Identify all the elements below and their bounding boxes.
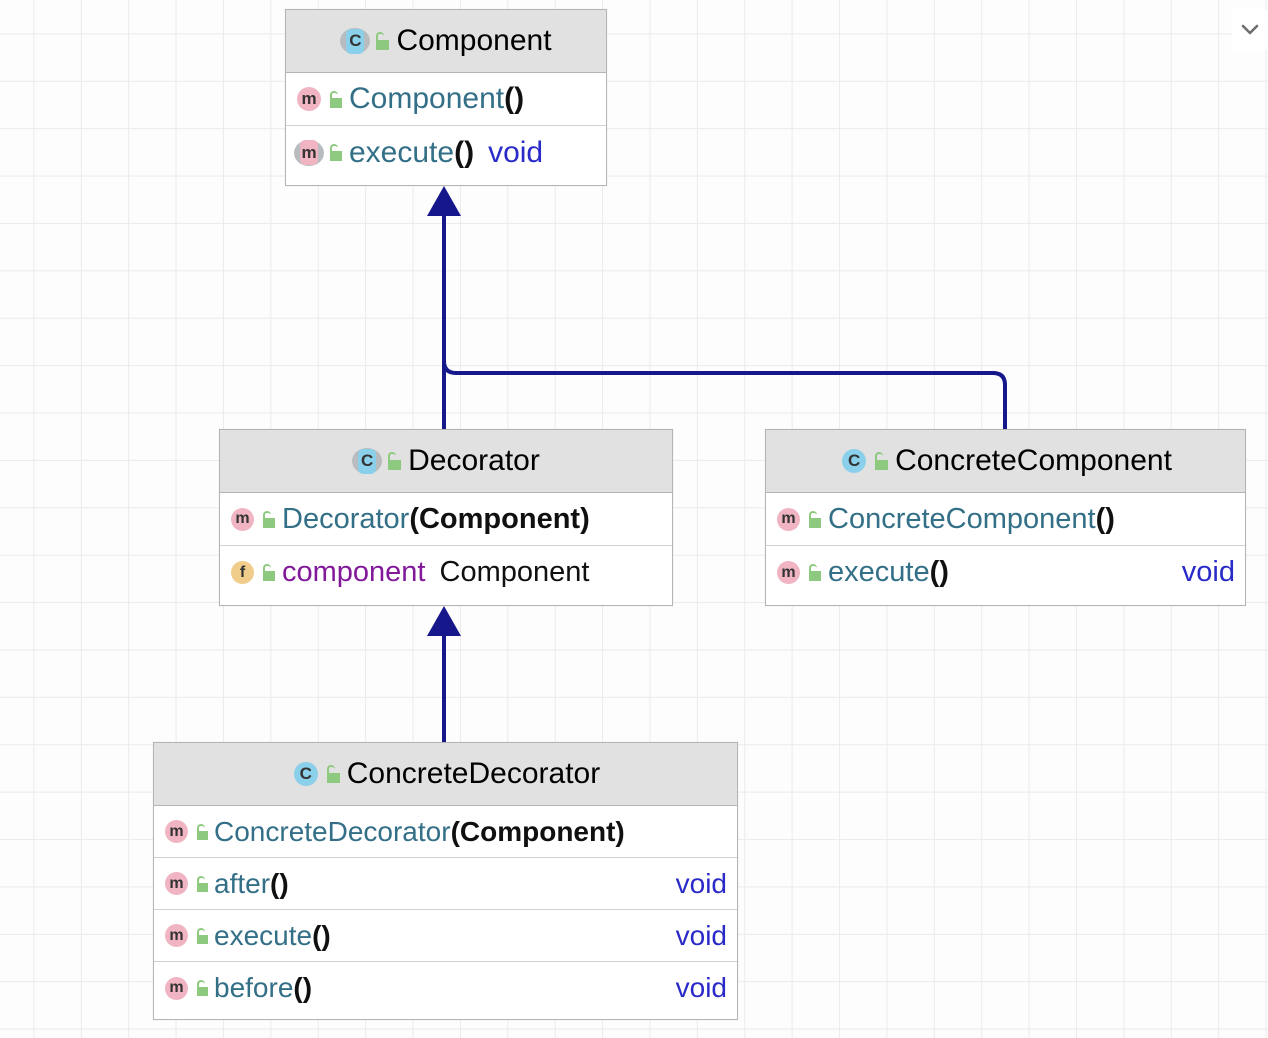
uml-member-row[interactable]: m ConcreteDecorator(Component): [154, 806, 737, 858]
abstract-method-icon: m: [294, 138, 324, 168]
method-icon: m: [162, 921, 191, 950]
arrowhead-generalization-component: [427, 186, 461, 216]
abstract-class-icon: C: [352, 446, 383, 476]
unlocked-public-icon: [873, 452, 889, 470]
method-params-label: (Component): [409, 502, 590, 535]
method-params-label: (Component): [450, 815, 625, 847]
field-type-label: Component: [439, 556, 590, 588]
uml-member-row[interactable]: f component Component: [220, 546, 672, 599]
icon-letter: m: [777, 507, 800, 531]
connector-concretecomponent-to-component: [442, 300, 1007, 429]
unlocked-public-icon: [195, 823, 209, 840]
method-name-label: Decorator: [282, 502, 410, 535]
icon-letter: m: [231, 507, 254, 531]
unlocked-public-icon: [807, 510, 822, 528]
abstract-class-icon: C: [340, 26, 371, 56]
uml-member-row[interactable]: m Component(): [286, 73, 606, 126]
unlocked-public-icon: [261, 510, 276, 528]
icon-letter: m: [165, 924, 188, 947]
method-icon: m: [774, 558, 803, 587]
icon-letter: f: [231, 561, 254, 584]
class-icon: C: [291, 759, 321, 789]
uml-member-row[interactable]: m execute() void: [766, 546, 1245, 599]
uml-member-row[interactable]: m before() void: [154, 962, 737, 1014]
method-name-label: execute: [214, 919, 313, 951]
method-name-label: ConcreteComponent: [828, 502, 1096, 535]
class-name-label: ConcreteComponent: [895, 444, 1172, 477]
unlocked-public-icon: [195, 927, 209, 944]
unlocked-public-icon: [374, 32, 390, 50]
uml-member-row[interactable]: m after() void: [154, 858, 737, 910]
uml-class-header-decorator[interactable]: C Decorator: [220, 430, 672, 493]
method-icon: m: [162, 974, 191, 1003]
method-name-label: before: [214, 972, 294, 1003]
unlocked-public-icon: [325, 765, 341, 783]
icon-letter: m: [165, 976, 188, 1000]
method-icon: m: [294, 84, 324, 114]
method-name-label: Component: [349, 82, 505, 115]
unlocked-public-icon: [328, 144, 343, 161]
icon-letter: m: [165, 872, 188, 895]
class-icon: C: [839, 446, 869, 476]
icon-letter: C: [842, 449, 867, 473]
uml-member-row[interactable]: m Decorator(Component): [220, 493, 672, 546]
icon-letter: m: [777, 561, 800, 584]
method-params-label: (): [293, 972, 313, 1003]
uml-class-header-component[interactable]: C Component: [286, 10, 606, 73]
icon-letter: C: [293, 762, 318, 786]
icon-letter: C: [358, 448, 377, 474]
unlocked-public-icon: [195, 980, 209, 996]
icon-letter: C: [346, 28, 365, 54]
arrowhead-generalization-decorator: [427, 606, 461, 636]
unlocked-public-icon: [195, 875, 209, 892]
unlocked-public-icon: [261, 564, 276, 581]
return-type-label: void: [488, 135, 544, 169]
method-name-label: execute: [349, 135, 455, 169]
uml-member-row[interactable]: m execute() void: [154, 910, 737, 962]
method-icon: m: [162, 869, 191, 898]
chevron-down-icon: [1241, 24, 1259, 36]
uml-member-row[interactable]: m execute() void: [286, 126, 606, 179]
class-name-label: Decorator: [408, 444, 540, 477]
method-name-label: ConcreteDecorator: [214, 815, 451, 847]
field-name-label: component: [282, 556, 426, 588]
method-name-label: execute: [828, 556, 930, 588]
unlocked-public-icon: [386, 452, 402, 470]
uml-member-row[interactable]: m ConcreteComponent(): [766, 493, 1245, 546]
method-params-label: (): [312, 919, 331, 951]
method-params-label: (): [1095, 502, 1115, 535]
method-params-label: (): [504, 82, 525, 115]
return-type-label: void: [675, 919, 727, 951]
icon-letter: m: [165, 820, 188, 843]
method-icon: m: [774, 505, 803, 534]
unlocked-public-icon: [328, 90, 343, 108]
field-icon: f: [228, 558, 257, 587]
method-name-label: after: [214, 867, 271, 899]
icon-letter: m: [297, 87, 321, 111]
class-name-label: Component: [396, 24, 552, 57]
icon-letter: m: [300, 140, 318, 165]
unlocked-public-icon: [807, 564, 822, 581]
method-icon: m: [162, 817, 191, 846]
method-params-label: (): [929, 556, 949, 588]
return-type-label: void: [675, 867, 727, 899]
return-type-label: void: [675, 972, 727, 1003]
return-type-label: void: [1181, 556, 1235, 588]
method-params-label: (): [454, 135, 475, 169]
collapse-chevron-button[interactable]: [1232, 8, 1268, 52]
uml-class-header-concrete-component[interactable]: C ConcreteComponent: [766, 430, 1245, 493]
uml-class-header-concrete-decorator[interactable]: C ConcreteDecorator: [154, 743, 737, 806]
method-icon: m: [228, 505, 257, 534]
class-name-label: ConcreteDecorator: [346, 757, 601, 790]
method-params-label: (): [270, 867, 289, 899]
